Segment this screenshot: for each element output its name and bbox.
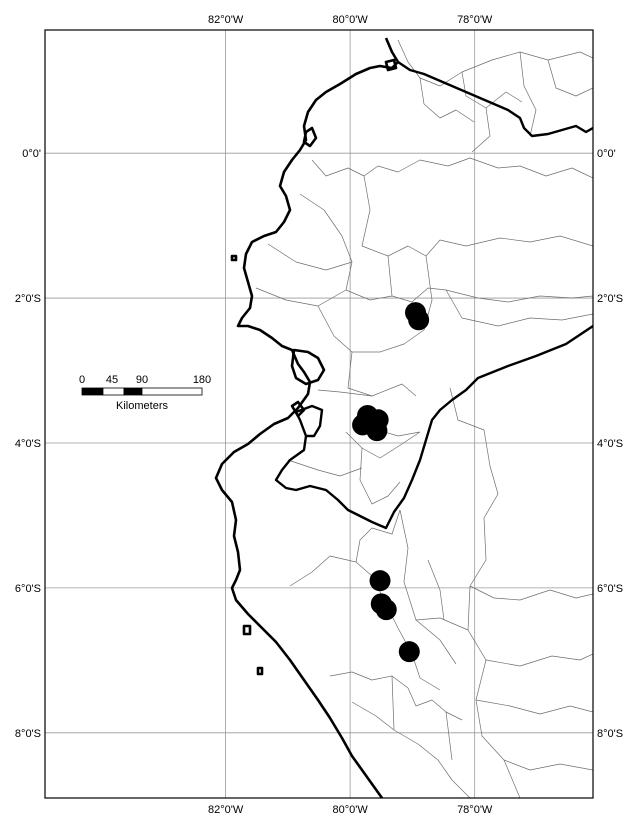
right-label-0: 0°0': [597, 148, 616, 160]
scale-tick-1: 45: [106, 374, 118, 386]
map-frame: [44, 29, 594, 799]
left-label-2: 4°0'S: [15, 438, 41, 450]
top-label-0: 82°0'W: [208, 14, 244, 26]
international-borders: [274, 61, 593, 530]
scale-tick-0: 0: [79, 374, 85, 386]
admin-boundaries: [255, 39, 593, 798]
right-latitude-labels: 0°0' 2°0'S 4°0'S 6°0'S 8°0'S: [597, 148, 623, 740]
left-label-1: 2°0'S: [15, 293, 41, 305]
left-label-0: 0°0': [22, 148, 41, 160]
right-label-4: 8°0'S: [597, 728, 623, 740]
occurrence-marker-1: [408, 309, 430, 331]
bottom-label-0: 82°0'W: [208, 804, 244, 816]
right-label-1: 2°0'S: [597, 293, 623, 305]
scale-tick-3: 180: [193, 374, 211, 386]
scale-segment-3: [123, 387, 143, 396]
scale-tick-2: 90: [136, 374, 148, 386]
occurrence-marker-9: [398, 641, 420, 663]
graticule: [45, 30, 593, 798]
occurrence-marker-5: [366, 420, 388, 442]
scale-segment-2: [102, 387, 125, 396]
occurrence-marker-6: [369, 570, 391, 592]
top-label-2: 78°0'W: [457, 14, 493, 26]
scale-bar: 0 45 90 180 Kilometers: [79, 374, 211, 412]
left-label-3: 6°0'S: [15, 583, 41, 595]
scale-unit-label: Kilometers: [116, 400, 168, 412]
left-label-4: 8°0'S: [15, 728, 41, 740]
top-longitude-labels: 82°0'W 80°0'W 78°0'W: [208, 14, 493, 26]
top-label-1: 80°0'W: [333, 14, 369, 26]
bottom-label-2: 78°0'W: [457, 804, 493, 816]
map-background: [45, 30, 593, 798]
scale-segment-4: [141, 387, 203, 396]
occurrence-markers: [352, 302, 430, 663]
bottom-longitude-labels: 82°0'W 80°0'W 78°0'W: [208, 804, 493, 816]
right-label-3: 6°0'S: [597, 583, 623, 595]
scale-segment-1: [81, 387, 104, 396]
occurrence-marker-8: [375, 599, 397, 621]
right-label-2: 4°0'S: [597, 438, 623, 450]
left-latitude-labels: 0°0' 2°0'S 4°0'S 6°0'S 8°0'S: [15, 148, 41, 740]
scale-tick-labels: 0 45 90 180: [79, 374, 211, 386]
bottom-label-1: 80°0'W: [333, 804, 369, 816]
